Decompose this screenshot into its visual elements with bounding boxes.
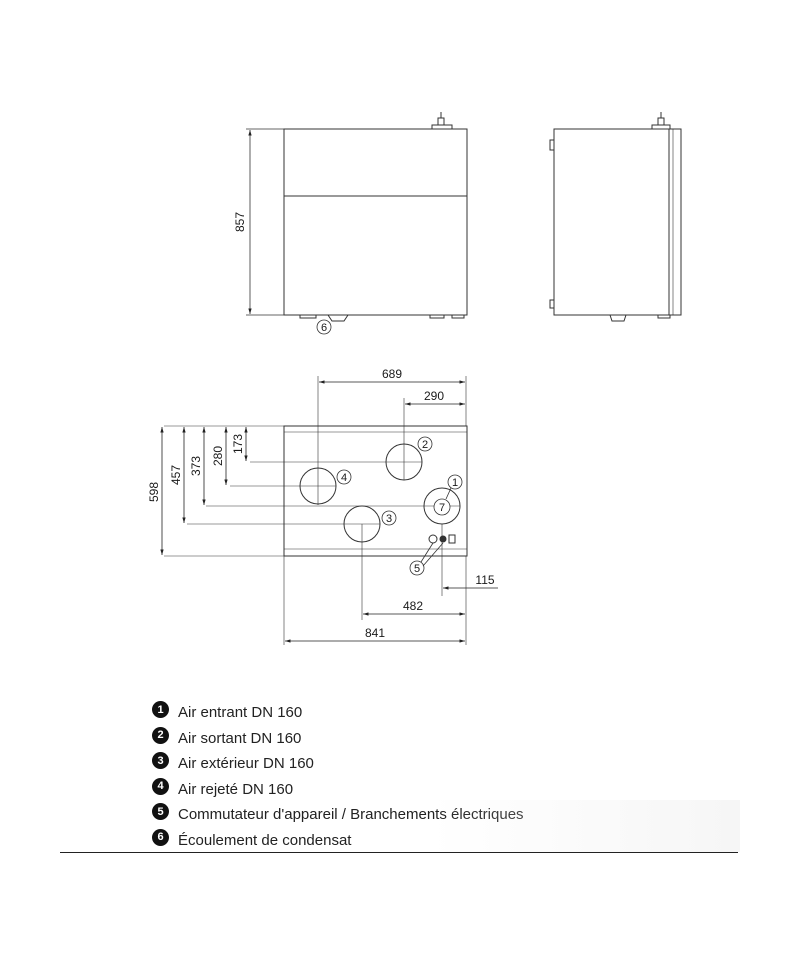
dim-373: 373 [189, 456, 203, 476]
bottom-divider [60, 852, 738, 853]
front-bottom-feet [299, 314, 465, 322]
side-view [549, 112, 682, 322]
top-view-dim-lines [164, 376, 467, 645]
front-view [246, 112, 468, 322]
legend-item: 3 Air extérieur DN 160 [152, 751, 752, 777]
legend-label: Air rejeté DN 160 [178, 780, 294, 798]
legend-number-badge: 6 [152, 828, 169, 846]
callout-6-circle [316, 319, 332, 335]
top-view-callouts [336, 436, 463, 576]
callout-3-label: 3 [386, 513, 392, 525]
fade-overlay [430, 800, 740, 852]
legend-number-badge: 5 [152, 803, 169, 821]
legend-label: Écoulement de condensat [178, 831, 352, 849]
legend-label: Air entrant DN 160 [178, 704, 303, 722]
side-body [553, 128, 682, 316]
legend-number-badge: 4 [152, 777, 169, 795]
side-bottom-feet [609, 314, 671, 322]
callout-7-label: 7 [439, 502, 445, 514]
side-top-connector [651, 112, 671, 129]
dim-482: 482 [403, 599, 423, 613]
connector-b [439, 535, 447, 543]
front-body [283, 128, 468, 316]
side-hinges [549, 139, 554, 309]
dim-173: 173 [231, 434, 245, 454]
legend-item: 2 Air sortant DN 160 [152, 726, 752, 752]
top-view [283, 425, 468, 557]
top-view-dimensions [160, 380, 498, 643]
legend-number-badge: 2 [152, 726, 169, 744]
dim-115: 115 [475, 573, 494, 587]
technical-drawing: 857 6 [147, 112, 682, 645]
callout-4-label: 4 [341, 472, 347, 484]
legend-number-badge: 3 [152, 752, 169, 770]
callout-5-label: 5 [414, 563, 420, 575]
legend-label: Air extérieur DN 160 [178, 755, 314, 773]
dim-598: 598 [147, 482, 161, 502]
callout-2-label: 2 [422, 439, 428, 451]
dim-457: 457 [169, 465, 183, 485]
legend-label: Air sortant DN 160 [178, 729, 302, 747]
dim-841: 841 [365, 626, 385, 640]
callout-6-label: 6 [321, 322, 327, 334]
dim-290: 290 [424, 389, 444, 403]
legend-number-badge: 1 [152, 701, 169, 719]
legend-item: 1 Air entrant DN 160 [152, 700, 752, 726]
legend-item: 6 Écoulement de condensat [152, 828, 752, 854]
connector-c [448, 534, 456, 544]
height-dim-label: 857 [233, 212, 247, 232]
callout-1-label: 1 [452, 477, 458, 489]
dim-280: 280 [211, 446, 225, 466]
front-top-connector [431, 112, 453, 129]
legend-item: 4 Air rejeté DN 160 [152, 777, 752, 803]
dim-689: 689 [382, 367, 402, 381]
